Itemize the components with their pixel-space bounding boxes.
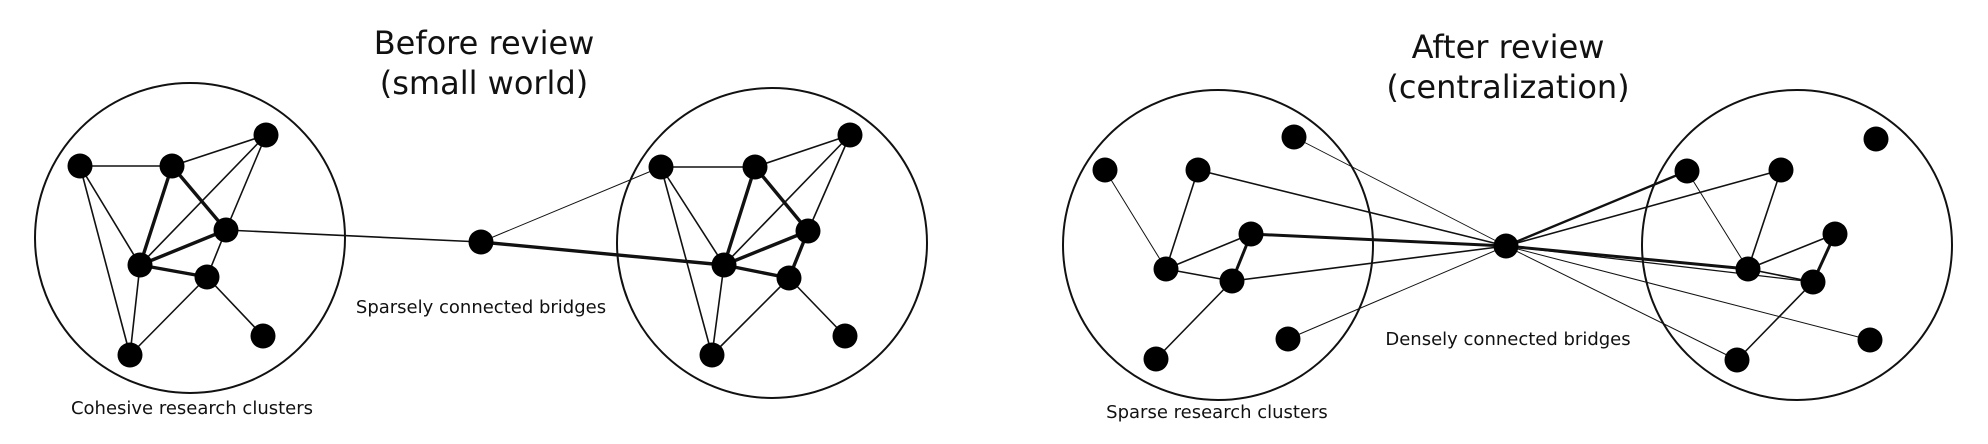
title-before-line1: Before review	[374, 24, 595, 62]
edge	[1165, 169, 1199, 270]
node	[67, 153, 93, 179]
node	[1185, 157, 1211, 183]
bridge-node	[468, 229, 494, 255]
node	[213, 217, 239, 243]
hub-edge	[1293, 136, 1507, 247]
cluster-circle-left-b	[616, 87, 928, 399]
node	[1822, 221, 1848, 247]
node	[253, 122, 279, 148]
hub-edge	[1504, 169, 1689, 248]
node	[117, 342, 143, 368]
hub-edge	[1287, 245, 1507, 340]
edge	[225, 134, 267, 231]
edge	[139, 134, 267, 266]
node	[250, 323, 276, 349]
hub-edge	[1505, 245, 1814, 283]
node	[1800, 269, 1826, 295]
node	[795, 218, 821, 244]
panel-before-review: Before review (small world)	[34, 24, 928, 419]
edge	[723, 134, 851, 266]
edge	[788, 277, 846, 337]
edge	[79, 165, 131, 356]
node	[832, 323, 858, 349]
edge	[722, 165, 757, 267]
edge	[807, 134, 851, 232]
edge	[711, 264, 725, 356]
hub-node	[1493, 233, 1519, 259]
node	[776, 265, 802, 291]
node	[1143, 346, 1169, 372]
bridge-label-before: Sparsely connected bridges	[356, 297, 606, 318]
edge	[722, 229, 810, 267]
cluster-label-after: Sparse research clusters	[1106, 402, 1328, 423]
edge	[1736, 281, 1814, 361]
cluster-circle-right-b	[1641, 89, 1953, 401]
node	[837, 122, 863, 148]
edge	[1104, 169, 1167, 270]
edge	[79, 165, 141, 266]
hub-edge	[1505, 245, 1738, 361]
hub-edge	[1231, 245, 1507, 282]
edge	[754, 134, 851, 168]
hub-edge	[1197, 169, 1507, 247]
node	[127, 252, 153, 278]
edge	[129, 276, 208, 356]
hub-edge	[1249, 232, 1508, 248]
edge	[129, 264, 141, 356]
edge	[206, 276, 264, 337]
node	[1674, 158, 1700, 184]
nodes-right	[1092, 124, 1889, 373]
edge	[660, 166, 725, 266]
edge	[138, 164, 174, 267]
edge	[1747, 233, 1836, 270]
edges-left	[79, 134, 851, 356]
edge	[170, 164, 228, 232]
bridge-edge	[479, 240, 726, 267]
bridge-edge	[480, 166, 662, 243]
hub-edge	[1505, 169, 1782, 247]
nodes-left	[67, 122, 863, 368]
bridge-edge	[225, 229, 482, 243]
node	[1153, 256, 1179, 282]
edge	[660, 166, 713, 356]
node	[742, 154, 768, 180]
edge	[753, 165, 810, 233]
title-after-line1: After review	[1412, 28, 1605, 66]
node	[1724, 347, 1750, 373]
panel-after-review: After review (centralization)	[1062, 28, 1953, 423]
edge	[1155, 280, 1233, 360]
title-before-line2: (small world)	[380, 64, 588, 102]
node	[1092, 157, 1118, 183]
bridge-label-after: Densely connected bridges	[1385, 329, 1630, 350]
title-after-line2: (centralization)	[1386, 68, 1629, 106]
node	[1238, 221, 1264, 247]
edge	[1747, 169, 1782, 270]
edge	[138, 228, 228, 267]
node	[1768, 157, 1794, 183]
node	[1857, 327, 1883, 353]
node	[1275, 326, 1301, 352]
node	[711, 252, 737, 278]
node	[648, 154, 674, 180]
node	[1735, 256, 1761, 282]
node	[699, 342, 725, 368]
edges-right	[1104, 136, 1871, 361]
cluster-circle-left-a	[34, 82, 346, 394]
cluster-circle-right-a	[1062, 89, 1374, 401]
node	[1219, 268, 1245, 294]
hub-edge	[1504, 244, 1750, 271]
cluster-label-before: Cohesive research clusters	[71, 398, 313, 419]
edge	[1686, 170, 1749, 270]
edge	[711, 277, 790, 356]
node	[159, 153, 185, 179]
node	[1863, 126, 1889, 152]
node	[194, 264, 220, 290]
hub-edge	[1505, 245, 1871, 341]
node	[1281, 124, 1307, 150]
edge	[1165, 233, 1252, 270]
edge	[171, 134, 267, 167]
